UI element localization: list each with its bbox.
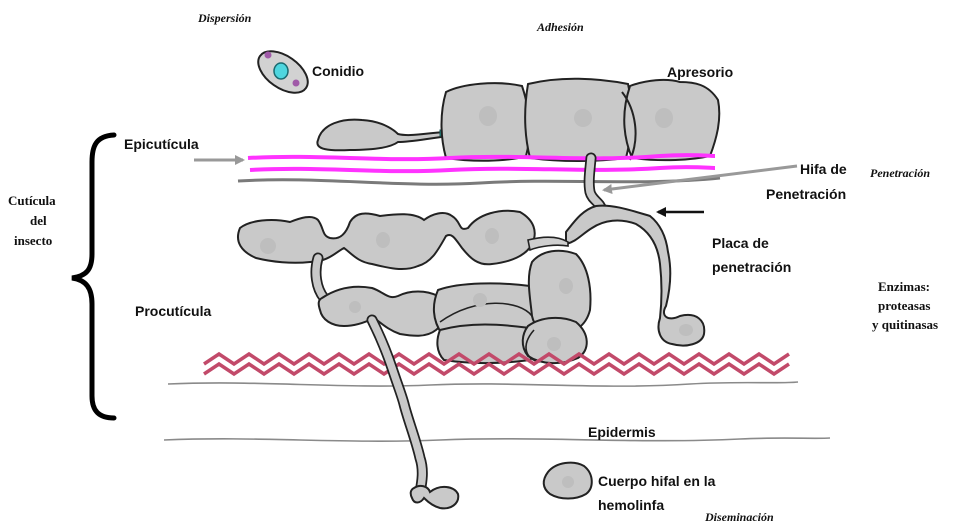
label-epidermis: Epidermis (588, 424, 656, 440)
epidermis-upper-line (168, 382, 798, 386)
label-placa-line2: penetración (712, 259, 791, 275)
label-cuticula-line1: Cutícula (8, 193, 56, 208)
label-hifa-line2: Penetración (766, 186, 846, 202)
label-apresorio: Apresorio (667, 64, 733, 80)
epidermis-lower-line (164, 438, 830, 441)
stage-label-adhesion: Adhesión (536, 20, 584, 34)
label-cuticula-line3: insecto (14, 233, 52, 248)
hyphal-body (544, 463, 592, 499)
label-enzimas-line2: proteasas (878, 298, 930, 313)
label-cuerpo-line1: Cuerpo hifal en la (598, 473, 716, 489)
conidium (251, 43, 315, 101)
label-cuticula-line2: del (30, 213, 47, 228)
germinating-conidium (317, 120, 453, 151)
label-epicuticula: Epicutícula (124, 136, 199, 152)
appressorium-cluster (442, 79, 720, 161)
stage-label-penetracion: Penetración (870, 166, 930, 180)
zigzag-layer-2 (204, 364, 789, 374)
stage-label-diseminacion: Diseminación (704, 510, 774, 524)
penetration-hypha (589, 158, 602, 210)
label-placa-line1: Placa de (712, 235, 769, 251)
stage-label-dispersion: Dispersión (197, 11, 252, 25)
label-cuerpo-line2: hemolinfa (598, 497, 664, 513)
procuticle-cells (238, 211, 591, 363)
label-conidio: Conidio (312, 63, 364, 79)
label-enzimas-line3: y quitinasas (872, 317, 938, 332)
epicuticle-layer (248, 155, 715, 171)
label-hifa-line1: Hifa de (800, 161, 847, 177)
cuticle-brace (72, 135, 114, 418)
label-procuticula: Procutícula (135, 303, 211, 319)
label-enzimas-line1: Enzimas: (878, 279, 930, 294)
